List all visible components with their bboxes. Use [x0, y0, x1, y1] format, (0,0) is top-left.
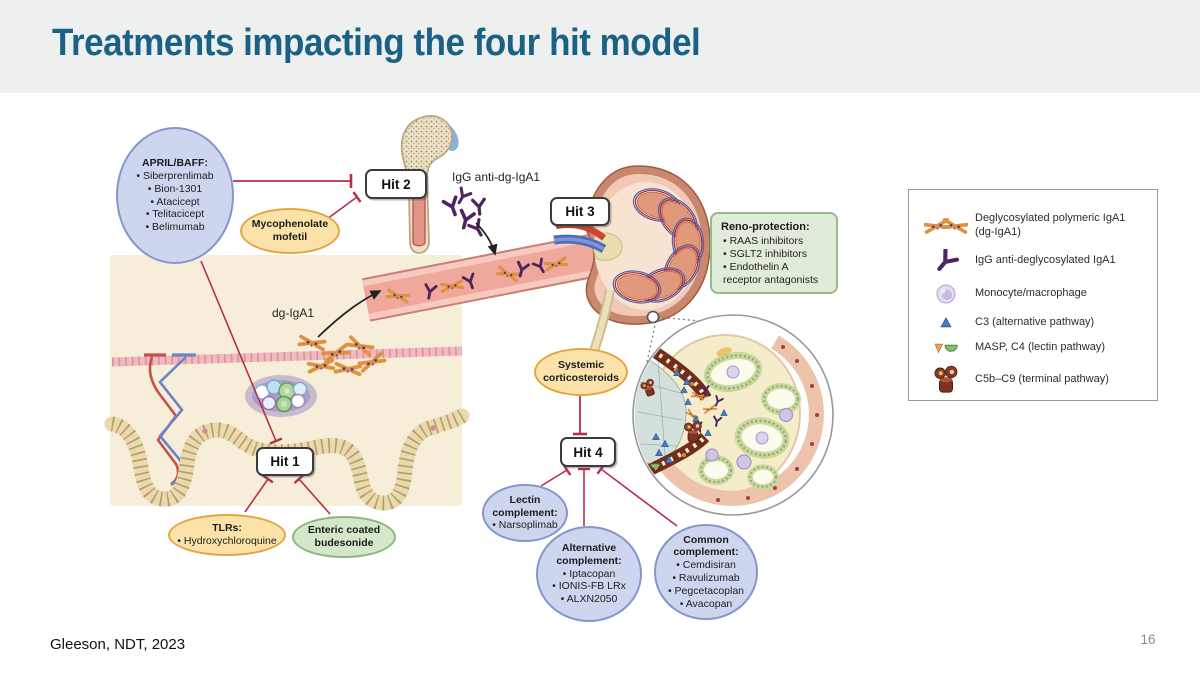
hit-4-label: Hit 4: [573, 444, 603, 460]
legend-label: Deglycosylated polymeric IgA1 (dg-IgA1): [975, 212, 1126, 238]
c5b-c9-icon: [923, 365, 969, 395]
systemic-corticosteroids-label: Systemic corticosteroids: [543, 359, 619, 384]
april-baff-item: • Atacicept: [150, 195, 200, 208]
reno-protection-box: Reno-protection: • RAAS inhibitors • SGL…: [710, 212, 838, 294]
common-complement-node: Common complement: • Cemdisiran • Ravuli…: [654, 524, 758, 620]
legend-label: C3 (alternative pathway): [975, 315, 1095, 328]
igg-antibody-cluster: [441, 186, 488, 240]
budesonide-node: Enteric coated budesonide: [292, 516, 396, 558]
lectin-complement-node: Lectin complement: • Narsoplimab: [482, 484, 568, 542]
reno-protection-title: Reno-protection:: [721, 221, 810, 233]
legend-item: IgG anti-deglycosylated IgA1: [923, 249, 1147, 273]
c3-triangle-icon: [923, 315, 969, 331]
legend-label: MASP, C4 (lectin pathway): [975, 340, 1106, 353]
hit-2-label: Hit 2: [381, 176, 411, 192]
kidney-illustration: [553, 165, 711, 370]
april-baff-item: • Siberprenlimab: [136, 169, 214, 182]
reno-protection-item: • SGLT2 inhibitors: [723, 247, 808, 260]
inhibition-lines: [200, 174, 678, 527]
monocyte-icon: [923, 282, 969, 306]
legend-item: Monocyte/macrophage: [923, 282, 1147, 306]
mycophenolate-label: Mycophenolate mofetil: [251, 218, 329, 243]
flow-arrows: [317, 222, 498, 338]
alternative-complement-item: • IONIS-FB LRx: [552, 580, 626, 593]
legend-item: MASP, C4 (lectin pathway): [923, 340, 1147, 356]
legend-label: Monocyte/macrophage: [975, 286, 1087, 299]
hit-3-label: Hit 3: [565, 204, 595, 219]
legend-label: IgG anti-deglycosylated IgA1: [975, 253, 1116, 266]
common-complement-title: Common complement:: [673, 533, 739, 559]
igg-antibody-icon: [923, 249, 969, 273]
tlrs-title: TLRs:: [212, 522, 242, 535]
dg-iga1-label: dg-IgA1: [272, 306, 315, 320]
alternative-complement-item: • Iptacopan: [562, 567, 616, 580]
common-complement-item: • Pegcetacoplan: [667, 584, 745, 597]
alternative-complement-title: Alternative complement:: [556, 542, 622, 567]
budesonide-label: Enteric coated budesonide: [307, 524, 381, 549]
blood-vessel: [361, 230, 617, 322]
tlrs-node: TLRs: • Hydroxychloroquine: [168, 514, 286, 556]
common-complement-item: • Avacopan: [679, 597, 733, 610]
common-complement-item: • Cemdisiran: [676, 559, 736, 572]
legend-item: Deglycosylated polymeric IgA1 (dg-IgA1): [923, 212, 1147, 240]
mycophenolate-node: Mycophenolate mofetil: [240, 208, 340, 254]
iga1-polymer-icon: [923, 213, 969, 239]
april-baff-item: • Bion-1301: [147, 182, 203, 195]
page-title: Treatments impacting the four hit model: [52, 22, 701, 64]
april-baff-title: APRIL/BAFF:: [142, 157, 208, 170]
april-baff-item: • Belimumab: [145, 221, 205, 234]
legend-item: C3 (alternative pathway): [923, 315, 1147, 331]
common-complement-item: • Ravulizumab: [672, 572, 740, 584]
legend-label: C5b–C9 (terminal pathway): [975, 372, 1109, 385]
april-baff-node: APRIL/BAFF: • Siberprenlimab • Bion-1301…: [116, 127, 234, 264]
alternative-complement-node: Alternative complement: • Iptacopan • IO…: [536, 526, 642, 622]
reno-protection-item: • Endothelin A receptor antagonists: [723, 261, 819, 287]
hit-1-box: Hit 1: [256, 447, 314, 476]
hit-4-box: Hit 4: [560, 437, 616, 467]
lectin-complement-item: • Narsoplimab: [492, 519, 558, 532]
page-number: 16: [1140, 632, 1156, 647]
lectin-complement-title: Lectin complement:: [492, 493, 558, 519]
igg-anti-dg-iga1-label: IgG anti-dg-IgA1: [452, 170, 541, 184]
legend-item: C5b–C9 (terminal pathway): [923, 365, 1147, 395]
hit-3-box: Hit 3: [550, 197, 610, 226]
alternative-complement-item: • ALXN2050: [560, 593, 618, 606]
glomerulus-illustration: [632, 314, 834, 516]
renal-pyramids: [612, 188, 705, 304]
legend-box: Deglycosylated polymeric IgA1 (dg-IgA1) …: [908, 189, 1158, 401]
masp-c4-icon: [923, 340, 969, 356]
germinal-center-cells: [245, 375, 317, 417]
hit-2-box: Hit 2: [365, 169, 427, 199]
reno-protection-item: • RAAS inhibitors: [723, 234, 804, 247]
slide-header: Treatments impacting the four hit model: [0, 0, 1200, 93]
hit-1-label: Hit 1: [270, 454, 300, 469]
tlrs-item: • Hydroxychloroquine: [177, 535, 277, 547]
april-baff-item: • Telitacicept: [145, 208, 205, 221]
systemic-corticosteroids-node: Systemic corticosteroids: [534, 348, 628, 396]
citation: Gleeson, NDT, 2023: [50, 636, 186, 653]
